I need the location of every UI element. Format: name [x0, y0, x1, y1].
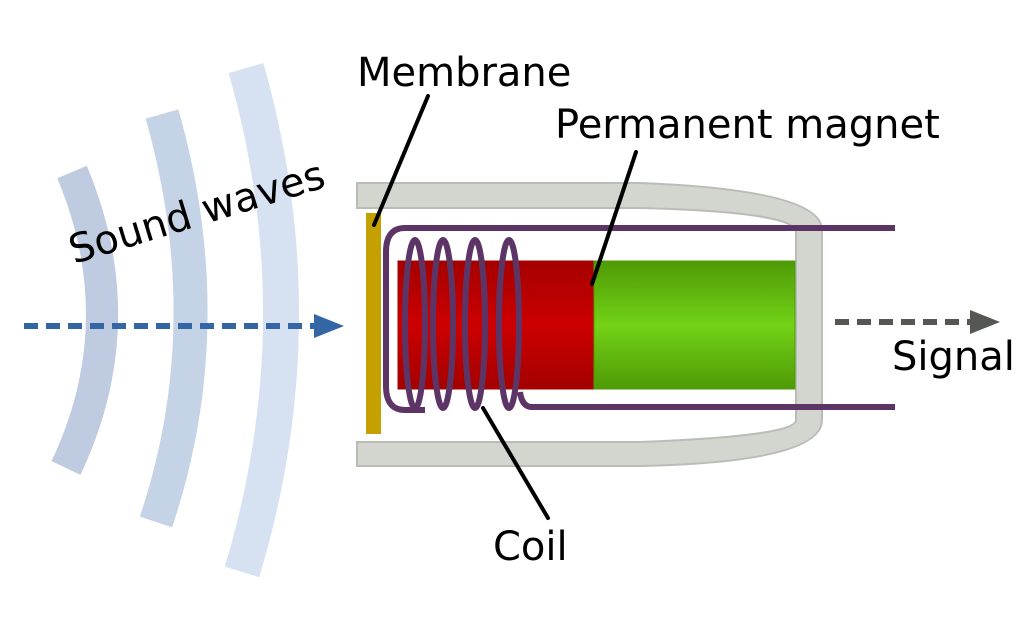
sound-input-arrow: [24, 314, 344, 338]
label-signal: Signal: [892, 334, 1015, 380]
signal-output-arrow: [835, 310, 1000, 334]
microphone-housing: [356, 182, 823, 467]
label-membrane: Membrane: [357, 50, 571, 96]
magnet-green-section: [593, 260, 796, 390]
magnet-leader-line: [590, 150, 638, 286]
coil-loops: [402, 237, 522, 411]
sound-wave-arc-2: [139, 109, 208, 528]
membrane-leader-line: [372, 94, 430, 227]
coil-leader-line: [481, 406, 550, 520]
coil-wire-lead: [517, 391, 895, 410]
coil-wire-outer: [383, 225, 895, 413]
permanent-magnet: [397, 260, 796, 390]
label-permanent-magnet: Permanent magnet: [555, 102, 940, 148]
label-coil: Coil: [493, 524, 568, 570]
sound-wave-arcs: [51, 63, 300, 578]
sound-wave-arc-3: [224, 63, 300, 578]
sound-wave-arc-1: [51, 165, 118, 475]
membrane: [366, 213, 381, 434]
